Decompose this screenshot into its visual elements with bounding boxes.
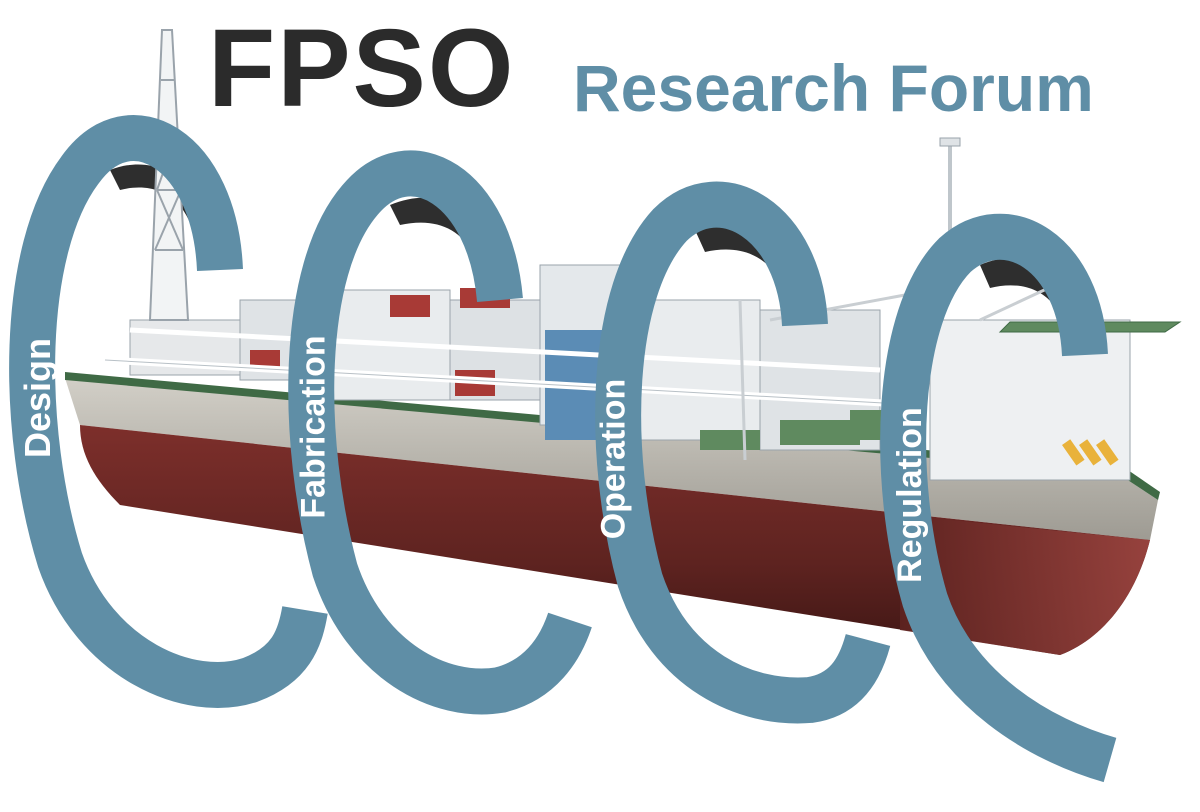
ring-label-operation: Operation [594, 378, 633, 540]
logo-title: FPSO [208, 7, 516, 130]
logo-subtitle: Research Forum [573, 51, 1094, 125]
ring-label-design: Design [17, 337, 59, 459]
ring-label-regulation: Regulation [890, 407, 929, 583]
ring-label-fabrication: Fabrication [294, 335, 333, 519]
helix-rings [9, 115, 1117, 783]
